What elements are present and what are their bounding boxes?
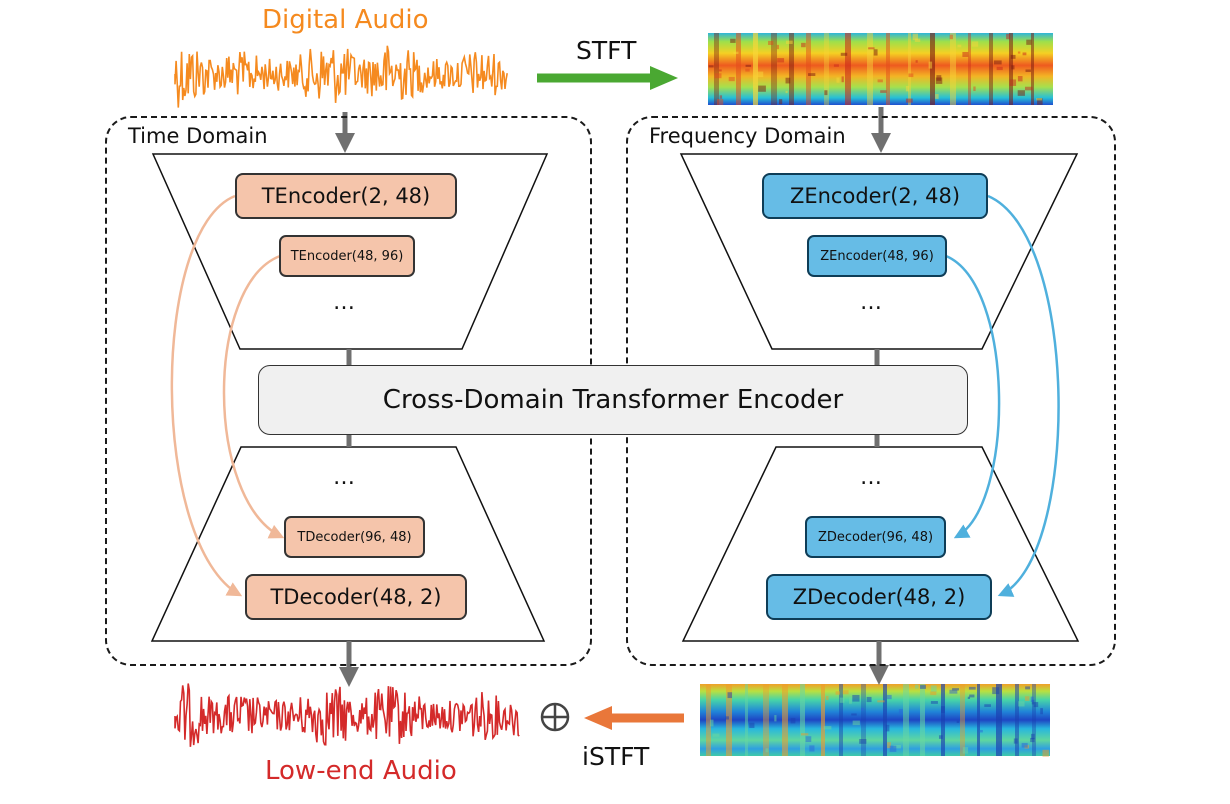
- sum-operator-icon: [540, 702, 570, 732]
- input-spectrogram: [708, 33, 1053, 105]
- time-decoder-ellipsis: …: [333, 465, 357, 490]
- tencoder-48-96-block: TEncoder(48, 96): [279, 235, 415, 277]
- tdecoder-48-2-block: TDecoder(48, 2): [245, 574, 467, 620]
- stft-arrow: [537, 66, 678, 90]
- freq-skip-connection-outer: [987, 194, 1060, 597]
- cross-domain-transformer-block: Cross-Domain Transformer Encoder: [258, 365, 968, 435]
- digital-audio-title: Digital Audio: [262, 5, 429, 35]
- zdecoder-96-48-block: ZDecoder(96, 48): [805, 516, 946, 558]
- output-spectrogram: [700, 684, 1050, 757]
- frequency-domain-title: Frequency Domain: [649, 124, 846, 148]
- zencoder-48-96-block: ZEncoder(48, 96): [807, 235, 947, 277]
- freq-encoder-ellipsis: …: [860, 290, 884, 315]
- stft-label: STFT: [576, 36, 637, 65]
- time-encoder-ellipsis: …: [333, 290, 357, 315]
- digital-audio-waveform: [174, 45, 508, 108]
- istft-label: iSTFT: [582, 742, 650, 771]
- time-domain-title: Time Domain: [128, 124, 268, 148]
- low-end-audio-waveform: [174, 683, 520, 747]
- istft-arrow: [584, 706, 684, 730]
- freq-skip-connection-inner: [945, 254, 1001, 539]
- tencoder-2-48-block: TEncoder(2, 48): [235, 173, 457, 219]
- time-skip-connection-inner: [222, 254, 285, 539]
- low-end-audio-title: Low-end Audio: [265, 756, 457, 786]
- zdecoder-48-2-block: ZDecoder(48, 2): [766, 574, 992, 620]
- tdecoder-96-48-block: TDecoder(96, 48): [284, 516, 425, 558]
- freq-decoder-ellipsis: …: [860, 465, 884, 490]
- time-skip-connection-outer: [170, 194, 243, 597]
- zencoder-2-48-block: ZEncoder(2, 48): [762, 173, 988, 219]
